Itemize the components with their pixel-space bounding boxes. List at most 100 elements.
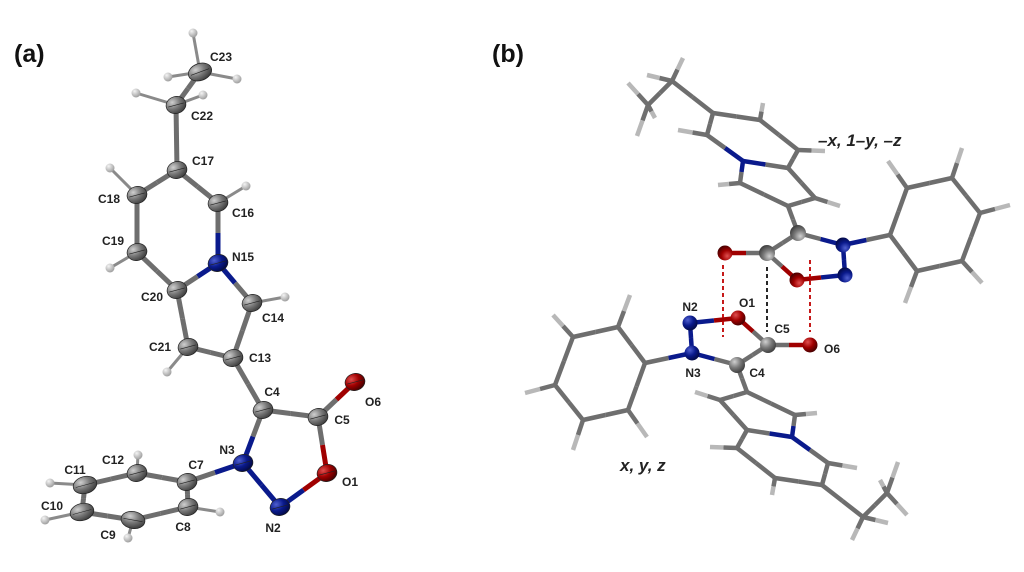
bond-h <box>636 92 650 107</box>
atom-label-c17: C17 <box>192 154 214 168</box>
bond <box>742 158 766 167</box>
bond-h <box>895 173 909 190</box>
bond <box>658 79 674 95</box>
bond <box>896 187 910 213</box>
bond-h <box>885 491 899 506</box>
atom-label-o6: O6 <box>365 395 381 409</box>
bond-h <box>902 286 914 304</box>
bond-h <box>874 517 889 526</box>
bond-h <box>814 195 829 205</box>
bond-h <box>626 408 640 425</box>
bond-h <box>878 478 886 488</box>
ellipsoid-axis <box>235 460 251 466</box>
atom-o1 <box>730 310 746 326</box>
bond <box>770 401 796 418</box>
bond <box>819 473 828 486</box>
atom-label-c5: C5 <box>774 322 790 336</box>
atom-label-o6: O6 <box>824 342 840 356</box>
bond-h <box>826 199 841 209</box>
bond-h <box>717 181 730 188</box>
bond-h <box>811 148 826 154</box>
bond <box>572 329 596 340</box>
bond <box>866 232 891 243</box>
symmetry-label-lower: x, y, z <box>620 456 666 475</box>
ellipsoid-axis <box>179 479 195 485</box>
hydrogen-atom <box>188 28 198 38</box>
atom-n3 <box>684 345 700 361</box>
atom-n3 <box>835 237 851 253</box>
bond <box>704 123 713 136</box>
atom-o6 <box>717 245 733 261</box>
bond <box>822 462 831 475</box>
bond <box>691 95 715 115</box>
ellipsoid-axis <box>168 102 184 108</box>
atom-label-c13: C13 <box>249 351 271 365</box>
ellipsoid-axis <box>180 344 196 350</box>
ellipsoid-axis <box>210 260 226 266</box>
atom-label-c20: C20 <box>141 290 163 304</box>
bond <box>798 479 823 488</box>
bond <box>785 205 796 221</box>
ellipsoid-axis <box>129 470 145 476</box>
ellipsoid-axis <box>75 482 95 488</box>
bond-h <box>570 434 581 451</box>
bond-h <box>646 103 654 113</box>
hydrogen-atom <box>105 163 115 173</box>
molecule-upper <box>626 57 1011 304</box>
bond-h <box>635 422 649 439</box>
ellipsoid-axis <box>180 504 196 510</box>
atom-label-c8: C8 <box>175 520 191 534</box>
bond <box>968 212 983 238</box>
bond-h <box>994 202 1011 212</box>
bond <box>629 343 647 365</box>
bond <box>625 385 639 411</box>
ellipsoid-axis <box>129 249 145 255</box>
bond-h <box>728 180 741 187</box>
atom-label-c4: C4 <box>264 385 280 399</box>
atom-label-c14: C14 <box>262 311 284 325</box>
bond-h <box>842 463 858 471</box>
bond <box>791 414 798 427</box>
bond <box>786 157 795 170</box>
bond <box>595 324 619 335</box>
bond <box>735 437 744 450</box>
hydrogen-atom <box>45 478 55 488</box>
panel-label-b: (b) <box>492 40 524 68</box>
ellipsoid-axis <box>210 200 226 206</box>
ellipsoid-axis <box>255 407 271 413</box>
ellipsoid-axis <box>225 355 241 361</box>
bond <box>763 192 789 209</box>
bond <box>712 110 737 119</box>
bond-h <box>881 485 889 495</box>
bond <box>777 133 800 152</box>
bond-h <box>757 111 764 121</box>
bond-h <box>692 130 708 138</box>
bond <box>582 412 606 423</box>
bond-h <box>709 444 724 450</box>
atom-label-c9: C9 <box>100 528 116 542</box>
bond <box>906 180 930 191</box>
bond-h <box>677 127 693 135</box>
atom-n2 <box>682 315 698 331</box>
ellipsoid-axis <box>169 167 185 173</box>
hydrogen-atom <box>105 263 115 273</box>
bond <box>644 355 669 366</box>
bond <box>964 194 982 215</box>
bond <box>605 407 629 418</box>
ellipsoid-axis <box>272 504 288 510</box>
bond <box>646 91 662 107</box>
ellipsoid-axis <box>310 414 326 420</box>
hydrogen-atom <box>123 533 133 543</box>
hydrogen-atom <box>241 181 251 191</box>
bond-h <box>949 162 960 179</box>
atom-o6 <box>802 337 818 353</box>
bond <box>705 133 727 150</box>
atom-label-c23: C23 <box>210 50 232 64</box>
bond-h <box>794 411 807 418</box>
atom-label-n2: N2 <box>682 300 698 314</box>
bond <box>959 236 974 262</box>
bond <box>765 162 789 171</box>
